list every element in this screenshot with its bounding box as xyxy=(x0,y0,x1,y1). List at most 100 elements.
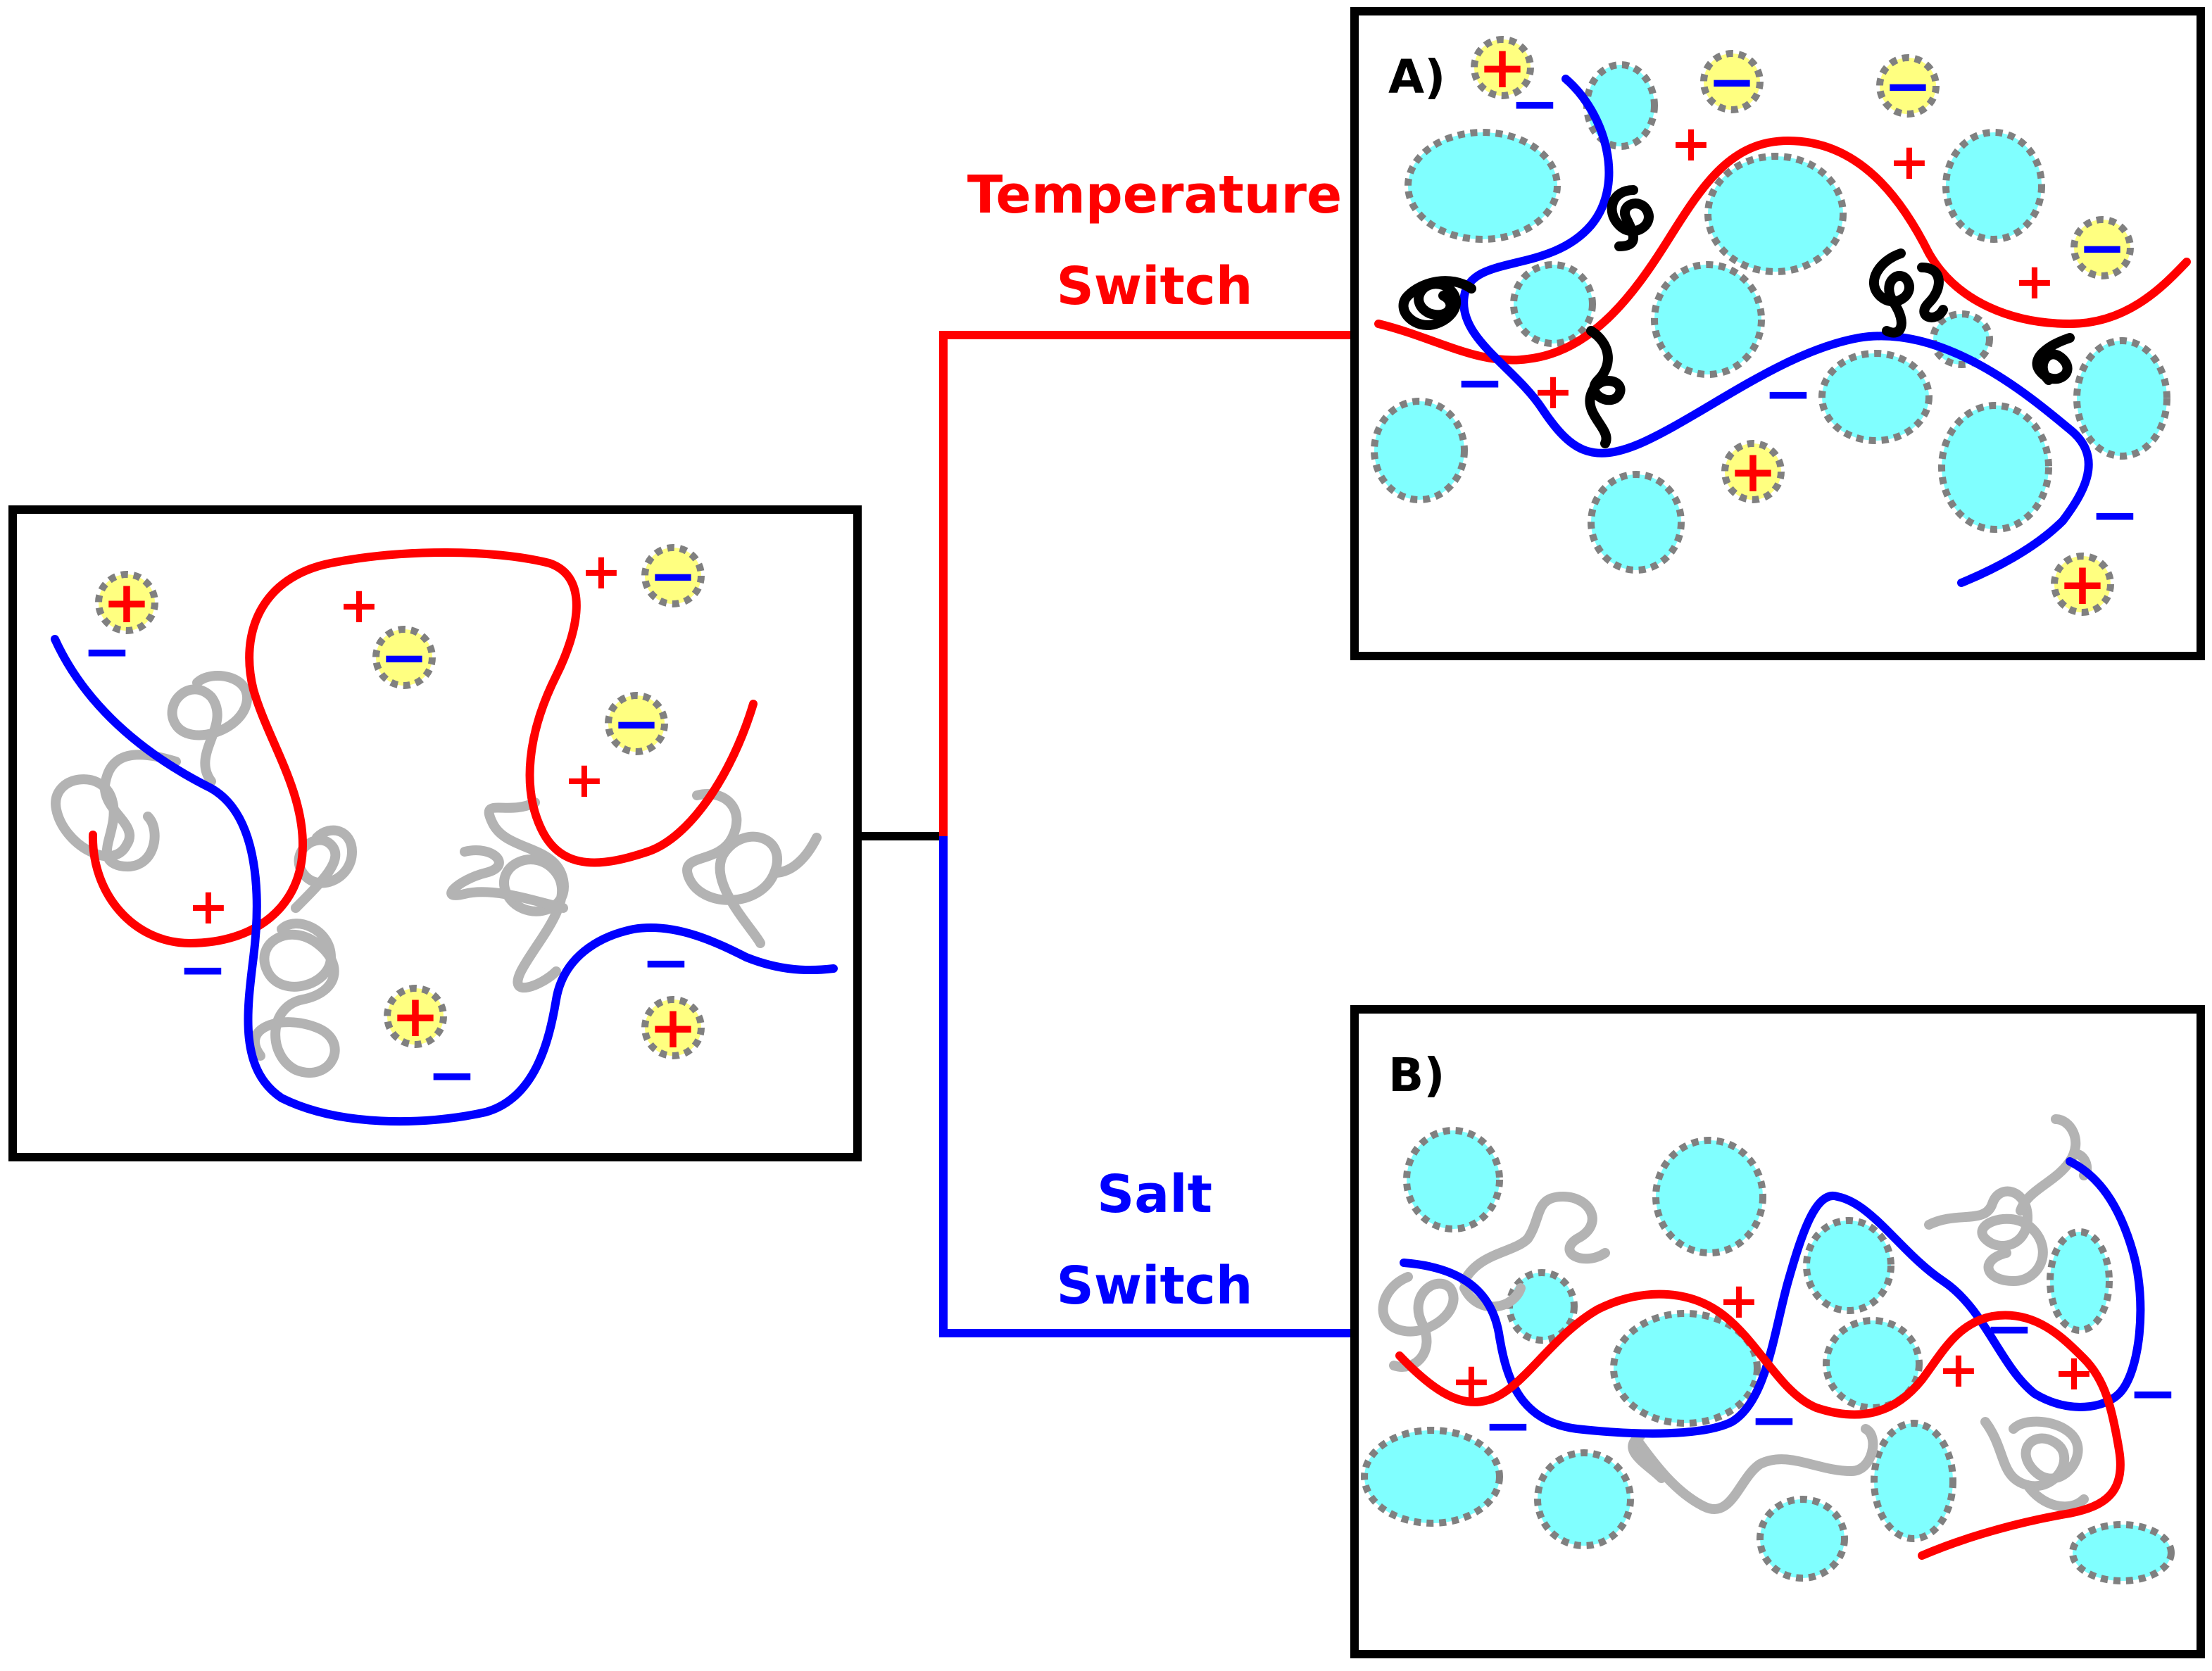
water-droplet xyxy=(1942,129,2045,243)
svg-text:−: − xyxy=(649,543,698,610)
svg-text:+: + xyxy=(2059,551,2107,618)
plus-sign: + xyxy=(188,878,230,935)
water-droplet xyxy=(1803,1217,1894,1314)
collapsed-chain xyxy=(2032,333,2075,385)
water-droplet xyxy=(1757,1496,1848,1582)
collapsed-chain xyxy=(1869,248,1914,338)
svg-text:−: − xyxy=(612,691,661,757)
water-droplet xyxy=(1588,471,1685,574)
water-droplet xyxy=(1403,1127,1503,1232)
neutral-chain xyxy=(1378,1272,1459,1372)
plus-sign: + xyxy=(2054,1344,2095,1401)
counterion-minus: − xyxy=(372,624,436,691)
minus-sign: − xyxy=(2128,1358,2178,1427)
minus-sign: − xyxy=(2090,480,2139,549)
water-droplets xyxy=(1361,1127,2175,1584)
temperature-label-line2: Switch xyxy=(1057,256,1253,317)
collapsed-chain xyxy=(1585,326,1626,448)
salt-branch-line xyxy=(939,836,1356,1337)
neutral-chain xyxy=(2023,1480,2089,1512)
neutral-chain xyxy=(51,750,181,872)
salt-label-line2: Switch xyxy=(1057,1256,1253,1316)
minus-sign: − xyxy=(178,935,227,1004)
minus-sign: − xyxy=(427,1040,477,1109)
polyanion-chain xyxy=(1459,75,2093,587)
water-droplet xyxy=(1583,61,1658,150)
svg-text:−: − xyxy=(2078,215,2127,282)
neutral-chain xyxy=(1631,1424,1878,1514)
neutral-chain xyxy=(682,789,782,948)
panel-a-frame xyxy=(1350,7,2205,660)
neutral-chain xyxy=(769,833,822,878)
panel-b: + + + + − − − − xyxy=(1361,1114,2178,1584)
collapsed-chain xyxy=(1607,185,1654,251)
water-droplet xyxy=(1938,402,2052,533)
water-droplet xyxy=(2069,1521,2175,1584)
water-droplet xyxy=(1818,350,1933,444)
svg-text:+: + xyxy=(1729,439,1778,505)
plus-sign: + xyxy=(1671,115,1712,172)
water-droplet xyxy=(1652,1137,1766,1256)
polycation-chain xyxy=(1374,136,2191,365)
temperature-label-line1: Temperature xyxy=(967,165,1342,225)
counterion-minus: − xyxy=(1876,53,1940,120)
minus-sign: − xyxy=(1483,1391,1533,1460)
neutral-chain xyxy=(167,671,253,786)
source-signs: + + + + − − − − xyxy=(82,543,691,1109)
svg-text:−: − xyxy=(1708,49,1757,115)
neutral-chain xyxy=(1924,1186,2048,1286)
water-droplet xyxy=(2047,1228,2113,1334)
water-droplet xyxy=(1871,1420,1956,1542)
water-droplet xyxy=(1704,153,1847,275)
plus-sign: + xyxy=(581,543,622,600)
minus-sign: − xyxy=(641,928,691,997)
neutral-chains xyxy=(1378,1114,2092,1514)
counterion-plus: + xyxy=(95,569,158,636)
source-panel: + + + + − − − − + − − − xyxy=(51,543,838,1126)
neutral-chain xyxy=(446,845,568,913)
counterion-plus: + xyxy=(2051,551,2114,618)
minus-sign: − xyxy=(1455,348,1504,417)
source-counterions: + − − − + + xyxy=(95,543,705,1061)
water-droplet xyxy=(1405,129,1561,243)
water-droplets xyxy=(1371,61,2170,574)
temperature-branch-line xyxy=(939,331,1356,836)
svg-text:−: − xyxy=(1884,53,1933,120)
counterion-minus: − xyxy=(2070,215,2134,282)
minus-sign: − xyxy=(1749,1385,1799,1454)
counterion-plus: + xyxy=(641,995,705,1061)
polycation-chain xyxy=(88,548,758,948)
collapsed-chain xyxy=(1917,263,1948,322)
panel-a-counterions: + − − − + + xyxy=(1471,34,2134,618)
neutral-chain xyxy=(1628,1431,1666,1483)
water-droplet xyxy=(1510,261,1596,347)
water-droplet xyxy=(2073,337,2170,460)
water-droplet xyxy=(1651,261,1765,378)
svg-text:+: + xyxy=(103,569,151,636)
branch-connectors xyxy=(860,331,1356,1337)
water-droplet xyxy=(1361,1427,1503,1527)
minus-sign: − xyxy=(1985,1294,2034,1363)
neutral-chain xyxy=(1980,1416,2083,1492)
polyanion-chain xyxy=(51,635,838,1126)
svg-text:−: − xyxy=(380,624,429,691)
plus-sign: + xyxy=(1938,1341,1980,1399)
panel-b-signs: + + + + − − − − xyxy=(1451,1272,2178,1460)
polyanion-chain xyxy=(1400,1157,2145,1438)
panel-a-signs: + + + + − − − − xyxy=(1455,69,2139,549)
counterion-plus: + xyxy=(1721,439,1785,505)
counterion-plus: + xyxy=(1471,34,1534,101)
counterion-minus: − xyxy=(1700,49,1764,115)
plus-sign: + xyxy=(1889,133,1930,191)
plus-sign: + xyxy=(564,751,605,809)
plus-sign: + xyxy=(2014,253,2056,310)
counterion-minus: − xyxy=(641,543,705,610)
neutral-chain xyxy=(1459,1192,1610,1286)
plus-sign: + xyxy=(1533,362,1574,420)
plus-sign: + xyxy=(339,576,380,634)
neutral-chains xyxy=(51,671,822,1078)
plus-sign: + xyxy=(1451,1352,1493,1410)
panel-a: + + + + − − − − + − − − xyxy=(1371,34,2191,618)
svg-text:+: + xyxy=(649,995,698,1061)
